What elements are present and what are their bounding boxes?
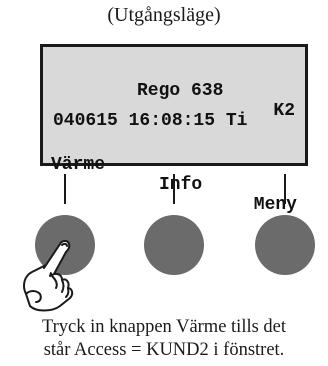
connector-line-info <box>173 174 175 204</box>
info-button[interactable] <box>144 215 204 275</box>
connector-line-varme <box>64 174 66 204</box>
mode-caption: (Utgångsläge) <box>107 4 221 26</box>
softkey-label-varme: Värme <box>51 155 106 175</box>
instruction-text: Tryck in knappen Värme tills det står Ac… <box>0 316 328 362</box>
meny-button[interactable] <box>255 215 315 275</box>
softkey-label-info: Info <box>159 175 203 195</box>
lcd-line-header: Rego 638 K2 <box>53 61 295 141</box>
model-label: Rego 638 <box>137 81 224 101</box>
connector-line-meny <box>284 174 286 204</box>
datetime-label: 040615 16:08:15 Ti <box>53 111 248 131</box>
pointing-hand-icon <box>23 240 74 312</box>
instruction-line-1: Tryck in knappen Värme tills det <box>41 317 287 337</box>
lcd-display: Rego 638 K2 040615 16:08:15 Ti Värme Inf… <box>40 44 308 215</box>
softkey-labels: Värme Info Meny <box>51 135 297 235</box>
softkey-label-meny: Meny <box>253 195 297 215</box>
code-label: K2 <box>273 101 295 121</box>
instruction-line-2: står Access = KUND2 i fönstret. <box>43 340 285 360</box>
